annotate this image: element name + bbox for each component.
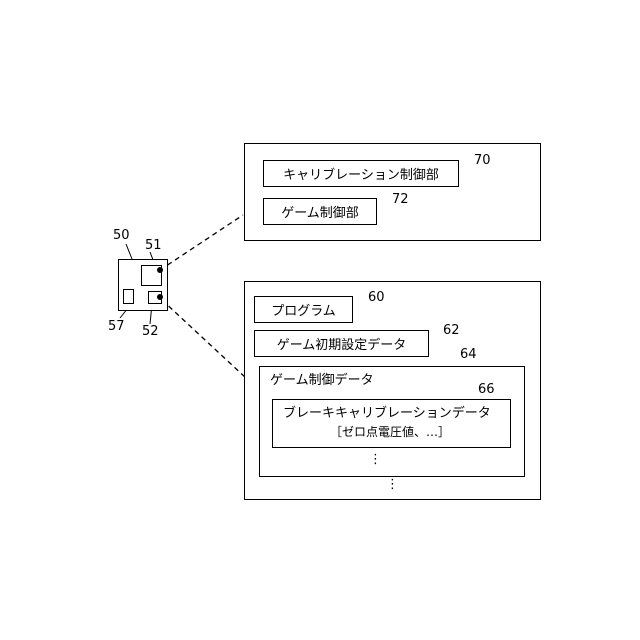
inner-ellipsis: ⋮ xyxy=(369,453,382,466)
processor-contact-dot xyxy=(157,294,163,300)
ref-50: 50 xyxy=(113,229,130,242)
calibration-control-label: キャリブレーション制御部 xyxy=(283,164,439,183)
game-control-data-label: ゲーム制御データ xyxy=(270,374,374,387)
brake-calibration-label: ブレーキキャリブレーションデータ xyxy=(283,407,491,420)
ref-72: 72 xyxy=(392,193,409,206)
ref-66: 66 xyxy=(478,383,495,396)
ref-60: 60 xyxy=(368,291,385,304)
ref-64: 64 xyxy=(460,348,477,361)
ref-51: 51 xyxy=(145,239,162,252)
initial-settings-box: ゲーム初期設定データ xyxy=(254,330,429,357)
ref-70: 70 xyxy=(474,154,491,167)
leader-50 xyxy=(126,244,132,259)
upper-dashed-connector xyxy=(160,215,243,270)
input-chip xyxy=(123,289,134,304)
ref-62: 62 xyxy=(443,324,460,337)
ref-57: 57 xyxy=(108,320,125,333)
initial-settings-label: ゲーム初期設定データ xyxy=(277,334,407,353)
calibration-control-box: キャリブレーション制御部 xyxy=(263,160,459,187)
ref-52: 52 xyxy=(142,325,159,338)
program-label: プログラム xyxy=(271,300,336,319)
storage-contact-dot xyxy=(157,267,163,273)
program-box: プログラム xyxy=(254,296,353,323)
game-control-unit-box: ゲーム制御部 xyxy=(263,198,377,225)
outer-ellipsis: ⋮ xyxy=(386,478,399,491)
game-control-unit-label: ゲーム制御部 xyxy=(281,202,359,221)
brake-calibration-sublabel: ［ゼロ点電圧値、…］ xyxy=(330,426,450,438)
lower-dashed-connector xyxy=(162,300,246,378)
